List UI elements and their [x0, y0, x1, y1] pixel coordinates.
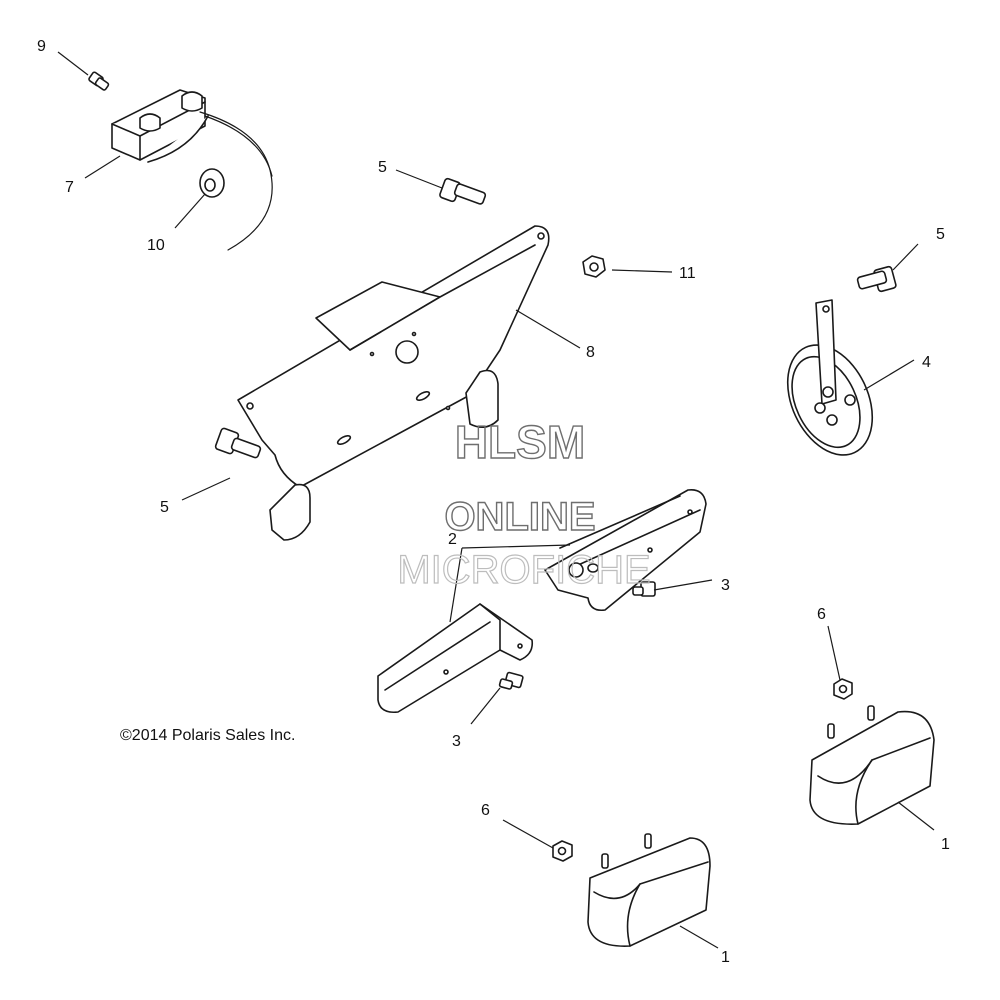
- callout-7: 7: [65, 179, 74, 196]
- watermark-line-2: ONLINE: [444, 495, 595, 539]
- hinge-bracket-2-upper: [544, 488, 707, 612]
- callout-labels: 9 7 10 5 11 5 8 4 5 2 3 3 6 6 1 1: [37, 38, 950, 966]
- nut-6-upper: [833, 678, 853, 700]
- callout-8: 8: [586, 344, 595, 361]
- lamp-1-upper: [809, 705, 935, 825]
- callout-4: 4: [922, 354, 931, 371]
- callout-3-lower: 3: [452, 733, 461, 750]
- horn-4: [786, 299, 874, 456]
- screw-9: [88, 71, 110, 91]
- lamp-1-lower: [587, 833, 711, 947]
- module-7: [111, 89, 273, 251]
- callout-9: 9: [37, 38, 46, 55]
- screw-3-upper: [632, 581, 656, 597]
- callout-2: 2: [448, 531, 457, 548]
- callout-6-upper: 6: [817, 606, 826, 623]
- callout-3-upper: 3: [721, 577, 730, 594]
- callout-6-lower: 6: [481, 802, 490, 819]
- bracket-8: [237, 225, 550, 541]
- watermark: HLSM ONLINE MICROFICHE: [397, 415, 652, 592]
- watermark-line-1: HLSM: [455, 416, 585, 468]
- callout-1-lower: 1: [721, 949, 730, 966]
- callout-1-upper: 1: [941, 836, 950, 853]
- bolt-5-right: [856, 265, 897, 293]
- hinge-bracket-2-lower: [377, 603, 534, 714]
- callout-5-left: 5: [160, 499, 169, 516]
- grommet-10: [199, 168, 225, 198]
- callout-11: 11: [679, 265, 696, 282]
- callout-5-right: 5: [936, 226, 945, 243]
- watermark-line-3: MICROFICHE: [397, 548, 650, 592]
- callout-10: 10: [147, 237, 165, 254]
- screw-3-lower: [498, 671, 524, 690]
- callout-5-top: 5: [378, 159, 387, 176]
- bolt-5-left: [214, 427, 262, 459]
- nut-11: [582, 255, 606, 278]
- copyright-notice: ©2014 Polaris Sales Inc.: [120, 727, 296, 744]
- bolt-5-top: [439, 177, 487, 205]
- nut-6-lower: [552, 840, 573, 862]
- leader-lines: [57, 51, 935, 949]
